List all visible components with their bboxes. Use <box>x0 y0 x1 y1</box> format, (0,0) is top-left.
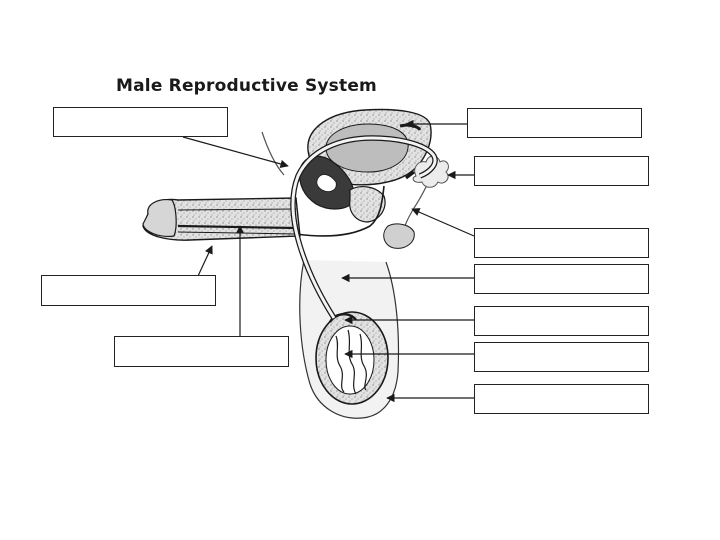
label-box-left-lower[interactable] <box>114 336 289 367</box>
label-box-right-3[interactable] <box>474 228 649 258</box>
label-box-right-4[interactable] <box>474 264 649 294</box>
leader-line-left-middle <box>197 245 213 277</box>
label-box-top-right[interactable] <box>467 108 642 138</box>
worksheet-title: Male Reproductive System <box>116 76 377 96</box>
label-box-right-7[interactable] <box>474 384 649 414</box>
penis-shaft <box>142 197 301 241</box>
leader-line-upper-left <box>182 136 289 169</box>
bulbourethral-gland <box>383 223 415 249</box>
leader-lines <box>182 119 475 403</box>
pubic-bone <box>299 155 355 210</box>
label-box-right-5[interactable] <box>474 306 649 336</box>
label-box-right-6[interactable] <box>474 342 649 372</box>
label-box-right-2[interactable] <box>474 156 649 186</box>
vas-deferens <box>290 135 438 320</box>
leader-line-right-3 <box>411 208 475 237</box>
testis <box>315 311 389 405</box>
label-box-left-middle[interactable] <box>41 275 216 306</box>
prostate <box>295 185 386 237</box>
label-box-upper-left[interactable] <box>53 107 228 137</box>
